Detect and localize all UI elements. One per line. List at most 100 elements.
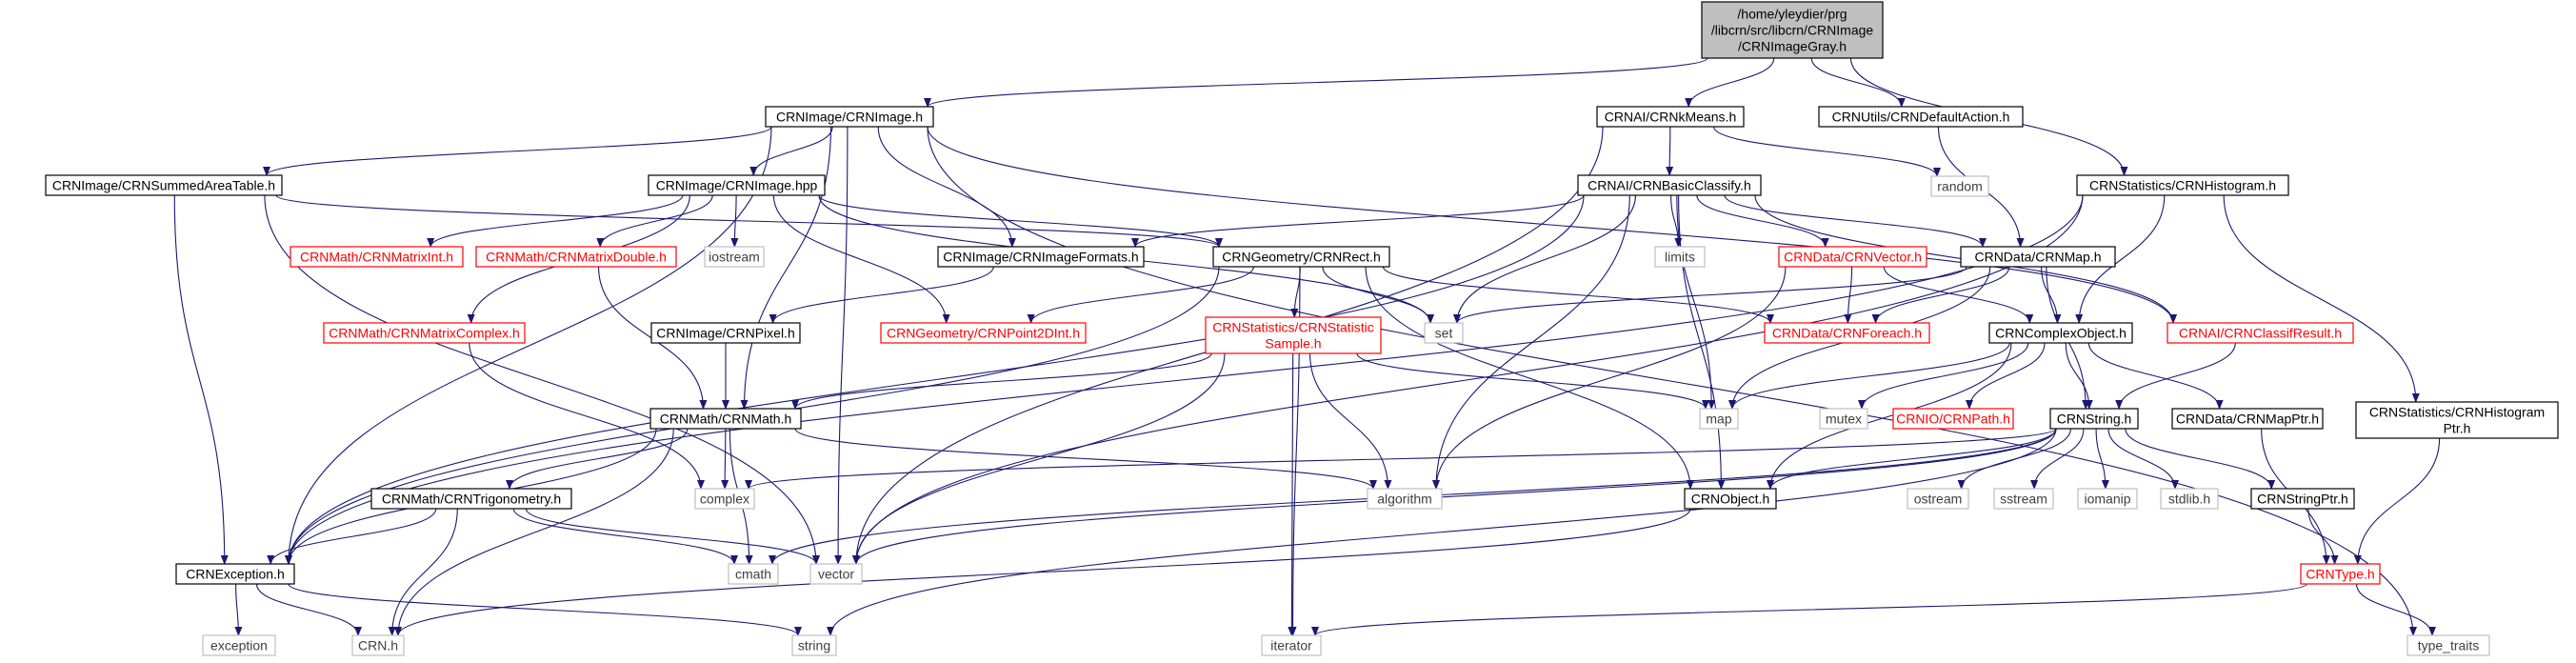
node-iterator[interactable]: iterator bbox=[1261, 634, 1322, 656]
node-box[interactable] bbox=[1819, 408, 1868, 430]
node-box[interactable] bbox=[1764, 322, 1930, 344]
node-crndata-crnforeach-h[interactable]: CRNData/CRNForeach.h bbox=[1764, 322, 1930, 344]
node-crnmath-crnmath-h[interactable]: CRNMath/CRNMath.h bbox=[649, 408, 802, 430]
node-crnimage-crnsummedareatable-h[interactable]: CRNImage/CRNSummedAreaTable.h bbox=[45, 174, 283, 196]
node-box[interactable] bbox=[1367, 488, 1443, 510]
node-crnexception-h[interactable]: CRNException.h bbox=[175, 563, 295, 585]
node-box[interactable] bbox=[1930, 175, 1989, 197]
node-crnmath-crntrigonometry-h[interactable]: CRNMath/CRNTrigonometry.h bbox=[370, 488, 572, 510]
node-box[interactable] bbox=[2076, 174, 2289, 196]
node-set[interactable]: set bbox=[1424, 322, 1464, 344]
node-algorithm[interactable]: algorithm bbox=[1367, 488, 1443, 510]
node-box[interactable] bbox=[650, 322, 801, 344]
node-box[interactable] bbox=[1907, 488, 1969, 510]
node-crnobject-h[interactable]: CRNObject.h bbox=[1684, 488, 1777, 510]
node-box[interactable] bbox=[2160, 488, 2219, 510]
node-crnmath-crnmatrixcomplex-h[interactable]: CRNMath/CRNMatrixComplex.h bbox=[323, 322, 526, 344]
node-box[interactable] bbox=[370, 488, 572, 510]
node-box[interactable] bbox=[694, 488, 755, 510]
node-type-traits[interactable]: type_traits bbox=[2406, 634, 2490, 656]
node-box[interactable] bbox=[1701, 1, 1884, 59]
node-box[interactable] bbox=[175, 563, 295, 585]
node-crnmath-crnmatrixdouble-h[interactable]: CRNMath/CRNMatrixDouble.h bbox=[475, 246, 677, 268]
node-string[interactable]: string bbox=[791, 634, 837, 656]
node-crngeometry-crnrect-h[interactable]: CRNGeometry/CRNRect.h bbox=[1212, 246, 1390, 268]
node-exception[interactable]: exception bbox=[202, 634, 276, 656]
node-box[interactable] bbox=[1988, 322, 2133, 344]
node-cmath[interactable]: cmath bbox=[728, 563, 779, 585]
node-stdlib-h[interactable]: stdlib.h bbox=[2160, 488, 2219, 510]
node-box[interactable] bbox=[1778, 246, 1927, 268]
node-box[interactable] bbox=[2406, 634, 2490, 656]
node-box[interactable] bbox=[937, 246, 1145, 268]
node-iostream[interactable]: iostream bbox=[704, 246, 765, 268]
node-box[interactable] bbox=[2355, 401, 2559, 439]
node-iomanip[interactable]: iomanip bbox=[2077, 488, 2138, 510]
node-crnimage-crnimage-hpp[interactable]: CRNImage/CRNImage.hpp bbox=[648, 174, 826, 196]
node-box[interactable] bbox=[2077, 488, 2138, 510]
node-complex[interactable]: complex bbox=[694, 488, 755, 510]
node-crnai-crnkmeans-h[interactable]: CRNAI/CRNkMeans.h bbox=[1596, 106, 1745, 128]
node-box[interactable] bbox=[728, 563, 779, 585]
node-box[interactable] bbox=[290, 246, 464, 268]
node-limits[interactable]: limits bbox=[1654, 246, 1706, 268]
node-box[interactable] bbox=[1684, 488, 1777, 510]
node-box[interactable] bbox=[1212, 246, 1390, 268]
node-crndata-crnmap-h[interactable]: CRNData/CRNMap.h bbox=[1960, 246, 2116, 268]
node-crnutils-crndefaultaction-h[interactable]: CRNUtils/CRNDefaultAction.h bbox=[1818, 106, 2024, 128]
node-crnstring-h[interactable]: CRNString.h bbox=[2049, 408, 2139, 430]
node-crnstringptr-h[interactable]: CRNStringPtr.h bbox=[2250, 488, 2355, 510]
node-box[interactable] bbox=[2167, 322, 2354, 344]
node-crnimage-crnimageformats-h[interactable]: CRNImage/CRNImageFormats.h bbox=[937, 246, 1145, 268]
node-crn-h[interactable]: CRN.h bbox=[351, 634, 405, 656]
node-box[interactable] bbox=[323, 322, 526, 344]
node-box[interactable] bbox=[475, 246, 677, 268]
node-crntype-h[interactable]: CRNType.h bbox=[2300, 563, 2381, 585]
node-vector[interactable]: vector bbox=[809, 563, 863, 585]
node-map[interactable]: map bbox=[1699, 408, 1739, 430]
node-mutex[interactable]: mutex bbox=[1819, 408, 1868, 430]
node-box[interactable] bbox=[1699, 408, 1739, 430]
node-sstream[interactable]: sstream bbox=[1993, 488, 2054, 510]
node-box[interactable] bbox=[1205, 316, 1382, 354]
node-random[interactable]: random bbox=[1930, 175, 1989, 197]
node-box[interactable] bbox=[1654, 246, 1706, 268]
node-box[interactable] bbox=[202, 634, 276, 656]
node-box[interactable] bbox=[765, 106, 934, 128]
node-crnio-crnpath-h[interactable]: CRNIO/CRNPath.h bbox=[1892, 408, 2014, 430]
node-box[interactable] bbox=[1960, 246, 2116, 268]
node-crnimage-crnimage-h[interactable]: CRNImage/CRNImage.h bbox=[765, 106, 934, 128]
node-crnmath-crnmatrixint-h[interactable]: CRNMath/CRNMatrixInt.h bbox=[290, 246, 464, 268]
node-crndata-crnmapptr-h[interactable]: CRNData/CRNMapPtr.h bbox=[2171, 408, 2324, 430]
node-box[interactable] bbox=[2171, 408, 2324, 430]
node-box[interactable] bbox=[1261, 634, 1322, 656]
node-box[interactable] bbox=[704, 246, 765, 268]
node-box[interactable] bbox=[809, 563, 863, 585]
node-box[interactable] bbox=[880, 322, 1087, 344]
node-box[interactable] bbox=[649, 408, 802, 430]
node-box[interactable] bbox=[1577, 174, 1762, 196]
node-crnai-crnbasicclassify-h[interactable]: CRNAI/CRNBasicClassify.h bbox=[1577, 174, 1762, 196]
node-ostream[interactable]: ostream bbox=[1907, 488, 1969, 510]
node-crngeometry-crnpoint2dint-h[interactable]: CRNGeometry/CRNPoint2DInt.h bbox=[880, 322, 1087, 344]
node-crnstatistics-crnhistogram-h[interactable]: CRNStatistics/CRNHistogram.h bbox=[2076, 174, 2289, 196]
node-box[interactable] bbox=[1892, 408, 2014, 430]
node-crndata-crnvector-h[interactable]: CRNData/CRNVector.h bbox=[1778, 246, 1927, 268]
node-box[interactable] bbox=[1993, 488, 2054, 510]
node-crnimage-crnpixel-h[interactable]: CRNImage/CRNPixel.h bbox=[650, 322, 801, 344]
node-box[interactable] bbox=[351, 634, 405, 656]
node-box[interactable] bbox=[1424, 322, 1464, 344]
node-box[interactable] bbox=[2049, 408, 2139, 430]
node-box[interactable] bbox=[791, 634, 837, 656]
node-box[interactable] bbox=[648, 174, 826, 196]
node-box[interactable] bbox=[2250, 488, 2355, 510]
node-crnai-crnclassifresult-h[interactable]: CRNAI/CRNClassifResult.h bbox=[2167, 322, 2354, 344]
node-box[interactable] bbox=[1596, 106, 1745, 128]
node-box[interactable] bbox=[1818, 106, 2024, 128]
node-home-yleydier-prg-libcrn-src-libcrn-crnimage-crnimagegray-h[interactable]: /home/yleydier/prg/libcrn/src/libcrn/CRN… bbox=[1701, 1, 1884, 59]
node-box[interactable] bbox=[2300, 563, 2381, 585]
node-crncomplexobject-h[interactable]: CRNComplexObject.h bbox=[1988, 322, 2133, 344]
node-box[interactable] bbox=[45, 174, 283, 196]
